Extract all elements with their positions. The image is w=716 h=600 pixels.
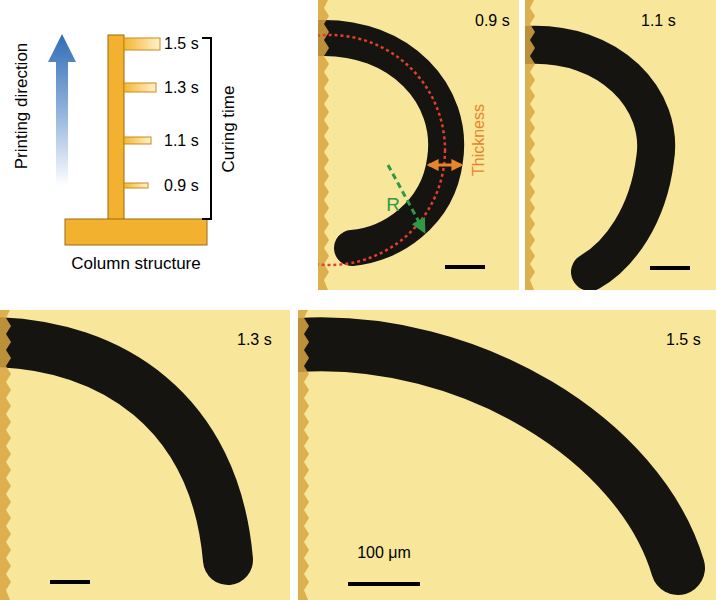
time-stamp: 1.3 s <box>237 331 272 349</box>
radius-label: R <box>386 195 400 216</box>
micrograph <box>298 310 716 600</box>
direction-arrow <box>48 34 76 186</box>
micrograph <box>0 310 290 600</box>
cured-bar <box>124 38 160 50</box>
time-label: 1.5 s <box>164 35 199 53</box>
base <box>65 219 207 245</box>
micrograph <box>525 0 716 290</box>
scale-label: 100 μm <box>357 544 411 562</box>
column <box>108 35 124 220</box>
thickness-label: Thickness <box>470 104 488 176</box>
bracket-label: Curing time <box>220 86 239 173</box>
time-label: 1.3 s <box>164 79 199 97</box>
cured-bar <box>124 183 148 188</box>
time-stamp: 0.9 s <box>475 12 510 30</box>
micrograph <box>318 0 519 290</box>
axis-label: Printing direction <box>13 43 32 170</box>
micrograph-panel: 1.3 s <box>0 310 290 600</box>
time-stamp: 1.5 s <box>666 331 701 349</box>
cured-bar <box>124 83 156 92</box>
micrograph-panel: 1.1 s <box>525 0 716 290</box>
micrograph-panel: 1.5 s 100 μm <box>298 310 716 600</box>
time-label: 0.9 s <box>164 177 199 195</box>
caption-label: Column structure <box>71 255 200 274</box>
time-stamp: 1.1 s <box>641 12 676 30</box>
micrograph-panel: 0.9 s R Thickness <box>318 0 519 290</box>
cured-bar <box>124 137 151 144</box>
column-schematic <box>48 34 211 245</box>
bracket <box>202 38 211 219</box>
time-label: 1.1 s <box>164 132 199 150</box>
